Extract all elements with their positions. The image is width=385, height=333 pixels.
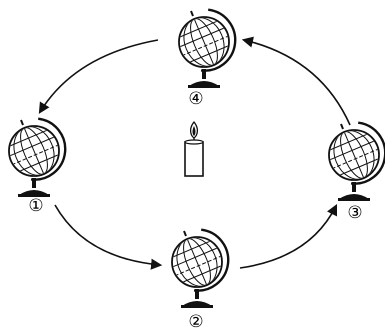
candle-icon	[185, 122, 203, 176]
globe-icon	[170, 8, 243, 88]
globe-icon	[163, 228, 236, 308]
globe-label-2: ②	[188, 312, 203, 332]
globe-icon	[0, 117, 73, 197]
orbit-arrow-1-to-2	[55, 205, 160, 265]
globe-label-3: ③	[347, 203, 362, 223]
orbit-arrow-4-to-1	[40, 40, 158, 112]
globe-icon	[320, 121, 385, 201]
orbit-arrow-3-to-4	[244, 40, 350, 125]
globe-label-1: ①	[28, 196, 43, 216]
globe-label-4: ④	[188, 89, 203, 109]
orbit-arrow-2-to-3	[240, 206, 336, 268]
